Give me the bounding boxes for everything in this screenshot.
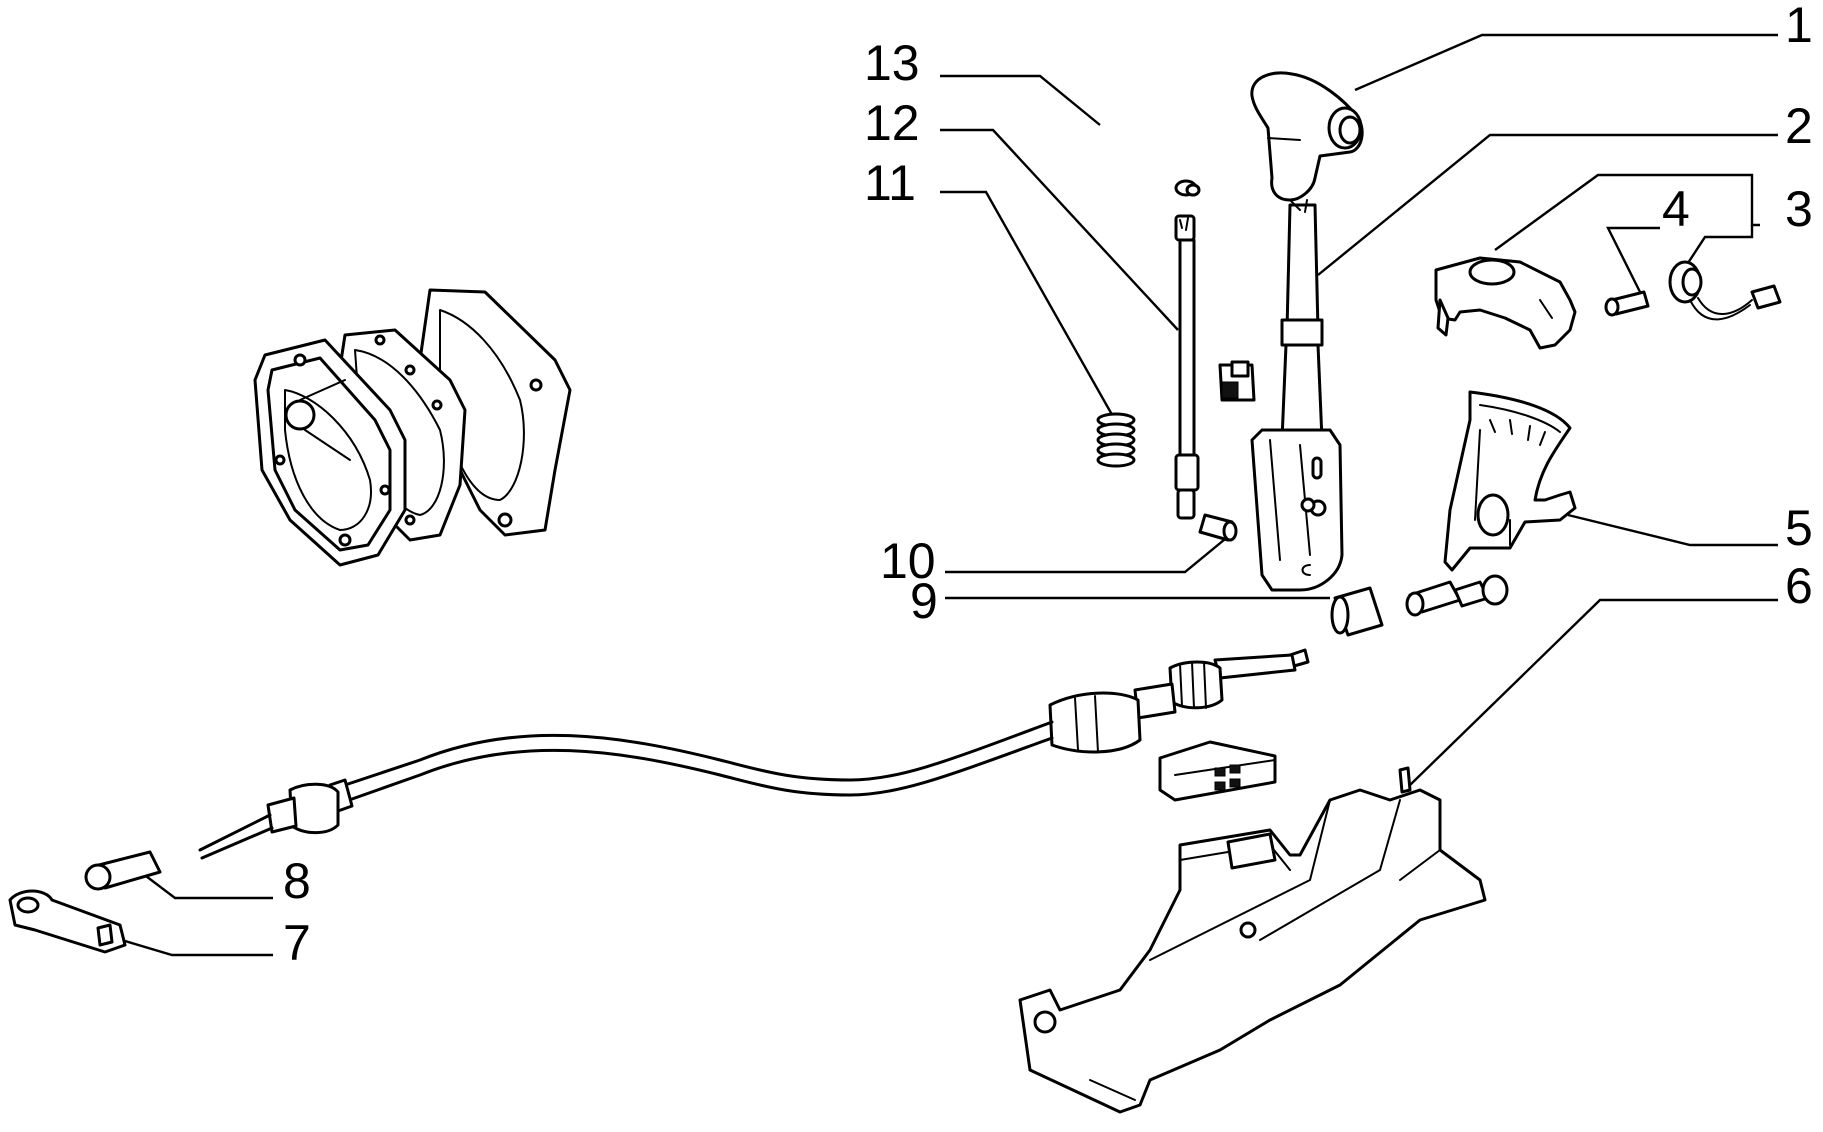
leader-12 — [940, 128, 1179, 331]
callout-8: 8 — [283, 853, 311, 909]
cable-end-part — [84, 850, 162, 891]
bulb-part — [1604, 290, 1650, 317]
callout-2: 2 — [1785, 98, 1813, 154]
bushing-part — [1330, 586, 1384, 637]
leader-1 — [1354, 33, 1778, 92]
callout-9: 9 — [910, 573, 938, 629]
cable-bracket-part — [8, 889, 127, 954]
leader-7 — [114, 936, 273, 957]
leader-11 — [940, 190, 1117, 421]
leader-8 — [137, 869, 273, 900]
leader-2 — [1317, 133, 1778, 276]
lamp-holder-part — [1668, 260, 1782, 321]
callout-13: 13 — [864, 35, 920, 91]
gear-lever-part — [1250, 199, 1344, 592]
callout-10: 10 — [880, 533, 936, 589]
callout-numbers: 1 2 3 4 5 6 7 8 9 10 11 12 13 — [283, 0, 1813, 971]
pin-part — [1198, 513, 1238, 542]
callout-12: 12 — [864, 95, 920, 151]
leader-4 — [1606, 226, 1660, 293]
callout-11: 11 — [864, 155, 916, 211]
selector-gate-part — [1443, 390, 1577, 572]
gear-knob-part — [1250, 71, 1364, 202]
callout-6: 6 — [1785, 558, 1813, 614]
leader-lines — [114, 33, 1778, 957]
leader-5 — [1567, 513, 1778, 547]
connector-block-part — [1158, 740, 1277, 802]
callout-5: 5 — [1785, 500, 1813, 556]
leader-3-bracket — [1494, 173, 1760, 251]
lamp-bracket-part — [1434, 256, 1577, 350]
release-rod-part — [1174, 214, 1200, 520]
leader-13 — [940, 74, 1101, 126]
leader-10 — [945, 534, 1231, 574]
small-plate-part — [1218, 360, 1256, 402]
leader-6 — [1409, 598, 1778, 786]
spring-part — [1096, 412, 1136, 468]
clip-part — [1174, 179, 1201, 197]
support-bracket-part — [1018, 766, 1487, 1114]
callout-4: 4 — [1662, 181, 1690, 237]
callout-3: 3 — [1785, 181, 1813, 237]
leader-3-holder — [1686, 225, 1754, 264]
boot-gasket-group — [253, 288, 572, 567]
ball-joint-part — [1405, 574, 1509, 617]
callout-7: 7 — [283, 915, 311, 971]
shift-cable-part — [198, 648, 1310, 860]
callout-1: 1 — [1785, 0, 1813, 53]
